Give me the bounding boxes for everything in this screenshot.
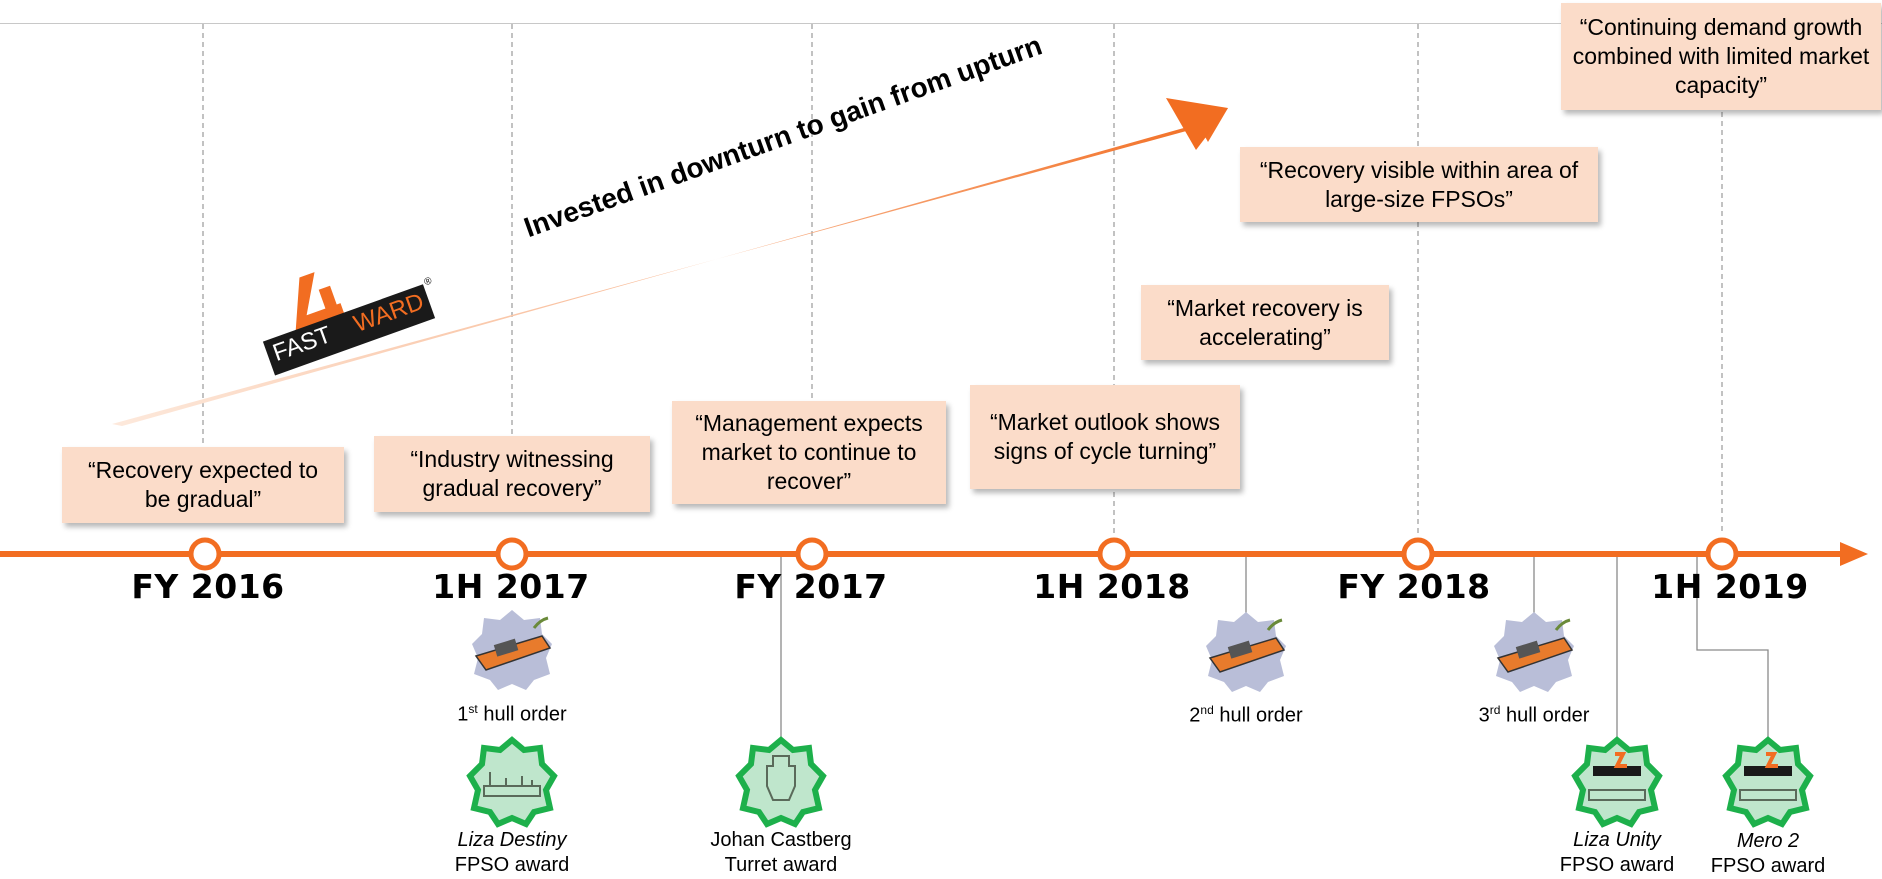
quote-box: “Continuing demand growth combined with …: [1561, 3, 1881, 110]
banner-arrow-head: [1166, 98, 1228, 150]
connector-line: [1696, 557, 1769, 745]
hull-order-caption: 3rd hull order: [1478, 703, 1590, 727]
period-label: FY 2016: [131, 567, 285, 606]
quote-box: “Recovery expected to be gradual”: [62, 447, 344, 523]
hull-order-caption: 1st hull order: [457, 702, 567, 726]
timeline-marker: [1401, 537, 1435, 571]
timeline-marker: [188, 537, 222, 571]
period-label: FY 2017: [734, 567, 888, 606]
award-name: Johan Castberg: [710, 829, 852, 851]
award-name: Liza Destiny: [457, 829, 567, 851]
period-label: FY 2018: [1337, 567, 1491, 606]
fpso-award-icon: [466, 736, 558, 828]
fpso-award-icon: [1722, 736, 1814, 828]
award-caption: Liza Destiny FPSO award: [392, 828, 632, 878]
award-type: FPSO award: [1710, 855, 1826, 877]
fast4ward-logo: FAST WARD ®: [241, 228, 455, 390]
hull-icon: [1494, 612, 1574, 692]
logo-registered: ®: [422, 275, 434, 289]
award-name: Liza Unity: [1573, 829, 1661, 851]
timeline-marker: [1705, 537, 1739, 571]
award-caption: Mero 2 FPSO award: [1648, 829, 1882, 879]
top-divider: [0, 23, 1882, 24]
award-caption: Liza Unity FPSO award: [1497, 828, 1737, 878]
timeline-arrowhead: [1840, 542, 1868, 566]
hull-icon: [472, 610, 552, 690]
turret-award-icon: [735, 736, 827, 828]
timeline-marker: [495, 537, 529, 571]
hull-icon: [1206, 612, 1286, 692]
hull-order-caption: 2nd hull order: [1189, 703, 1303, 727]
quote-box: “Management expects market to continue t…: [672, 401, 946, 504]
period-label: 1H 2018: [1033, 567, 1191, 606]
banner-arrow: [112, 108, 1228, 426]
award-type: Turret award: [724, 854, 838, 876]
quote-box: “Industry witnessing gradual recovery”: [374, 436, 650, 512]
period-label: 1H 2019: [1651, 567, 1809, 606]
connector-lines: [780, 557, 1769, 745]
period-label: 1H 2017: [432, 567, 590, 606]
timeline-marker: [1097, 537, 1131, 571]
award-type: FPSO award: [1559, 854, 1675, 876]
quote-box: “Recovery visible within area of large-s…: [1240, 147, 1598, 222]
award-caption: Johan Castberg Turret award: [661, 828, 901, 878]
fpso-award-icon: [1571, 736, 1663, 828]
award-name: Mero 2: [1736, 830, 1800, 852]
award-type: FPSO award: [454, 854, 570, 876]
quote-box: “Market recovery is accelerating”: [1141, 285, 1389, 360]
quote-box: “Market outlook shows signs of cycle tur…: [970, 385, 1240, 489]
timeline-markers: [188, 537, 1739, 571]
timeline-marker: [795, 537, 829, 571]
